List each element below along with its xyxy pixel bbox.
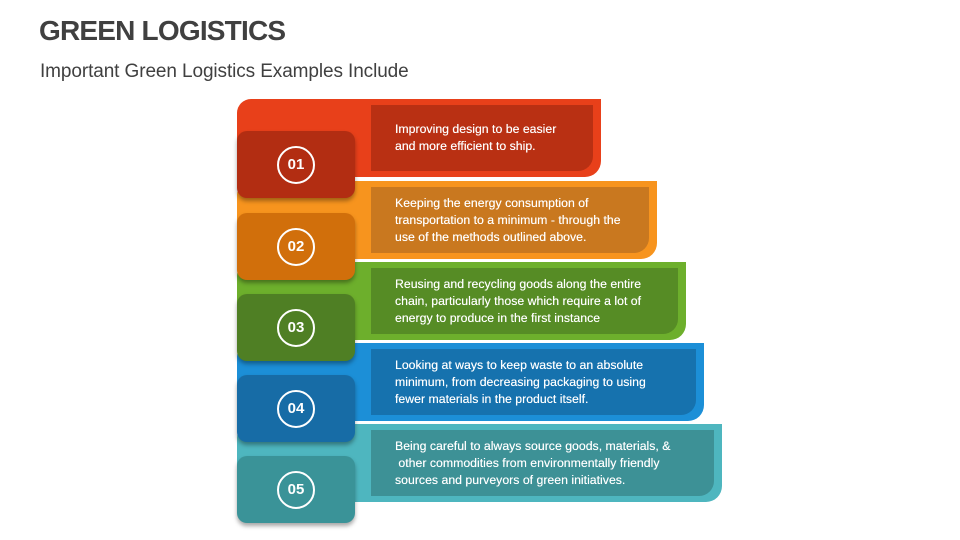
step-4-text-line: minimum, from decreasing packaging to us… (395, 374, 646, 389)
step-2-text-line: transportation to a minimum - through th… (395, 212, 621, 227)
step-5-text-line: other commodities from environmentally f… (395, 455, 660, 470)
step-2-text-box: Keeping the energy consumption of transp… (371, 187, 649, 253)
step-5-text-line: sources and purveyors of green initiativ… (395, 472, 626, 487)
step-3-text-box: Reusing and recycling goods along the en… (371, 268, 678, 334)
step-4-text-line: fewer materials in the product itself. (395, 391, 589, 406)
step-3-number-box: 03 (237, 294, 355, 361)
step-1-number-box: 01 (237, 131, 355, 198)
step-5-text-box: Being careful to always source goods, ma… (371, 430, 714, 496)
step-5-text-line: Being careful to always source goods, ma… (395, 438, 671, 453)
step-4-band: Looking at ways to keep waste to an abso… (237, 343, 704, 421)
slide-title: GREEN LOGISTICS (39, 15, 286, 46)
step-4-text-box: Looking at ways to keep waste to an abso… (371, 349, 696, 415)
step-2-text-line: use of the methods outlined above. (395, 229, 587, 244)
step-3-text-line: Reusing and recycling goods along the en… (395, 276, 642, 291)
step-1-number-badge: 01 (277, 145, 315, 184)
step-4-text-line: Looking at ways to keep waste to an abso… (395, 357, 644, 372)
step-2-text-line: Keeping the energy consumption of (395, 195, 589, 210)
step-4-number-box: 04 (237, 375, 355, 442)
step-5-number-box: 05 (237, 456, 355, 523)
step-4-number-badge: 04 (277, 389, 315, 428)
step-1-text-box: Improving design to be easier and more e… (371, 105, 593, 171)
step-3-text-line: energy to produce in the first instance (395, 310, 601, 325)
step-3-text-line: chain, particularly those which require … (395, 293, 642, 308)
step-1-text-line: Improving design to be easier (395, 122, 557, 136)
slide-subtitle: Important Green Logistics Examples Inclu… (40, 61, 409, 82)
step-3-number-badge: 03 (277, 308, 315, 347)
step-2-number-badge: 02 (277, 227, 315, 266)
step-2-number-box: 02 (237, 213, 355, 280)
step-5-number-badge: 05 (277, 470, 315, 509)
step-1-text-line: and more efficient to ship. (395, 139, 536, 153)
